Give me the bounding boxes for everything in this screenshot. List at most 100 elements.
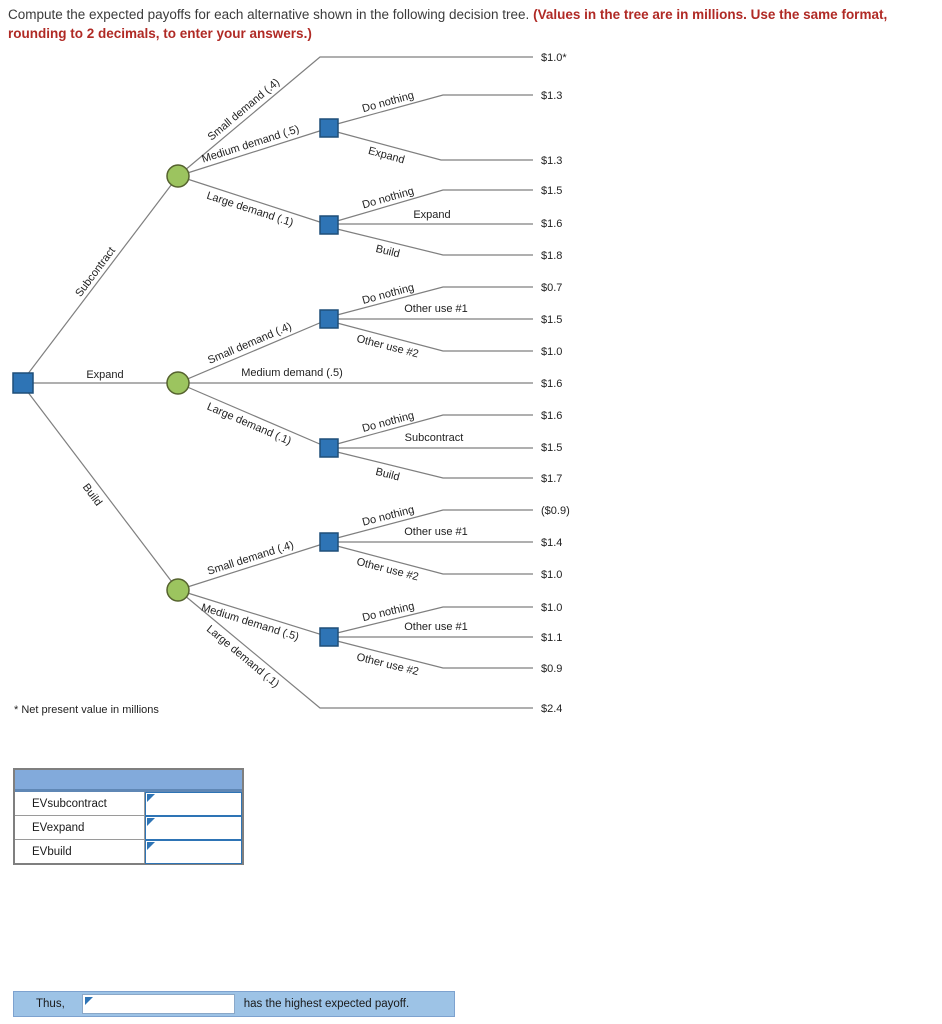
demand-branch-label: Large demand (.1) <box>205 401 293 448</box>
payoff-label: $1.0 <box>541 569 562 581</box>
conclusion-prefix: Thus, <box>36 998 65 1010</box>
alternative-label-expand: Expand <box>86 369 123 381</box>
ev-build-cell <box>145 840 242 864</box>
payoff-label: $1.5 <box>541 442 562 454</box>
payoff-label: $1.1 <box>541 632 562 644</box>
branch-line <box>177 127 330 177</box>
answer-marker-icon <box>147 794 155 802</box>
option-label: Do nothing <box>361 282 416 307</box>
payoff-label: ($0.9) <box>541 505 570 517</box>
payoff-label: $0.9 <box>541 663 562 675</box>
branch-line <box>336 414 533 445</box>
option-label: Other use #2 <box>355 556 420 583</box>
decision-node <box>319 309 339 329</box>
payoff-label: $1.0 <box>541 346 562 358</box>
table-row: EVbuild <box>15 840 242 864</box>
ev-expand-input[interactable] <box>145 816 242 840</box>
option-label: Expand <box>367 145 406 166</box>
branch-line <box>336 94 533 125</box>
branch-line <box>336 131 533 161</box>
payoff-label: $1.6 <box>541 410 562 422</box>
branch-line <box>177 382 330 449</box>
ev-build-input[interactable] <box>145 840 242 864</box>
root-decision-node <box>12 372 34 394</box>
alternative-label-build: Build <box>80 482 104 509</box>
demand-branch-label: Medium demand (.5) <box>241 367 343 379</box>
conclusion-input[interactable] <box>82 995 242 1013</box>
answer-marker-icon <box>147 842 155 850</box>
table-row: EVsubcontract <box>15 792 242 816</box>
branch-line <box>336 509 533 539</box>
branch-line <box>177 175 330 226</box>
tree-footnote: * Net present value in millions <box>14 704 159 716</box>
option-label: Other use #1 <box>404 303 468 315</box>
option-label: Other use #2 <box>355 651 420 678</box>
question-main: Compute the expected payoffs for each al… <box>8 7 534 22</box>
decision-node <box>319 532 339 552</box>
payoff-label: $1.8 <box>541 250 562 262</box>
branch-line <box>177 589 533 709</box>
answer-marker-icon <box>147 818 155 826</box>
demand-branch-label: Small demand (.4) <box>206 539 295 578</box>
decision-node <box>319 627 339 647</box>
payoff-label: $0.7 <box>541 282 562 294</box>
demand-branch-label: Medium demand (.5) <box>200 123 300 165</box>
question-emphasis: (Values in the tree are in millions. Use… <box>8 7 888 41</box>
chance-node <box>166 164 190 188</box>
answer-table: EVsubcontract EVexpand EVbuild <box>13 768 244 865</box>
conclusion-input-box <box>81 994 242 1014</box>
payoff-label: $1.6 <box>541 378 562 390</box>
option-label: Do nothing <box>361 410 416 435</box>
payoff-label: $2.4 <box>541 703 562 715</box>
chance-node <box>166 371 190 395</box>
demand-branch-label: Large demand (.1) <box>204 623 281 690</box>
table-row: EVexpand <box>15 816 242 840</box>
demand-branch-label: Large demand (.1) <box>205 190 295 229</box>
branch-line <box>336 189 533 222</box>
branch-line <box>23 386 179 591</box>
payoff-label: $1.7 <box>541 473 562 485</box>
option-label: Do nothing <box>361 89 415 115</box>
payoff-label: $1.0 <box>541 602 562 614</box>
decision-node <box>319 118 339 138</box>
answer-marker-icon <box>84 997 93 1005</box>
option-label: Other use #1 <box>404 621 468 633</box>
demand-branch-label: Small demand (.4) <box>206 321 293 367</box>
chance-node <box>166 578 190 602</box>
option-label: Other use #1 <box>404 526 468 538</box>
ev-expand-label: EVexpand <box>15 816 145 839</box>
conclusion-suffix: has the highest expected payoff. <box>243 998 410 1010</box>
option-label: Subcontract <box>405 432 464 444</box>
conclusion-bar: Thus, has the highest expected payoff. <box>13 991 455 1017</box>
option-label: Do nothing <box>361 504 416 529</box>
payoff-label: $1.5 <box>541 185 562 197</box>
branch-line <box>336 322 533 352</box>
branch-line <box>336 606 533 634</box>
ev-subcontract-input[interactable] <box>145 792 242 816</box>
demand-branch-label: Medium demand (.5) <box>200 602 300 644</box>
branch-line <box>336 286 533 316</box>
payoff-label: $1.5 <box>541 314 562 326</box>
payoff-label: $1.4 <box>541 537 562 549</box>
option-label: Other use #2 <box>355 333 420 360</box>
decision-node <box>319 215 339 235</box>
question-text: Compute the expected payoffs for each al… <box>8 5 934 43</box>
alternative-label-subcontract: Subcontract <box>73 245 118 299</box>
payoff-label: $1.0* <box>541 52 567 64</box>
branch-line <box>336 228 533 256</box>
branch-line <box>177 589 330 638</box>
option-label: Build <box>374 466 401 484</box>
branch-line <box>336 545 533 575</box>
option-label: Do nothing <box>361 600 416 624</box>
demand-branch-label: Small demand (.4) <box>206 76 283 143</box>
payoff-label: $1.3 <box>541 155 562 167</box>
branch-line <box>177 541 330 591</box>
branch-line <box>177 56 533 177</box>
option-label: Do nothing <box>361 185 415 211</box>
ev-subcontract-label: EVsubcontract <box>15 792 145 815</box>
payoff-label: $1.3 <box>541 90 562 102</box>
branch-line <box>336 640 533 669</box>
branch-line <box>336 451 533 479</box>
option-label: Expand <box>413 209 450 221</box>
ev-build-label: EVbuild <box>15 840 145 863</box>
